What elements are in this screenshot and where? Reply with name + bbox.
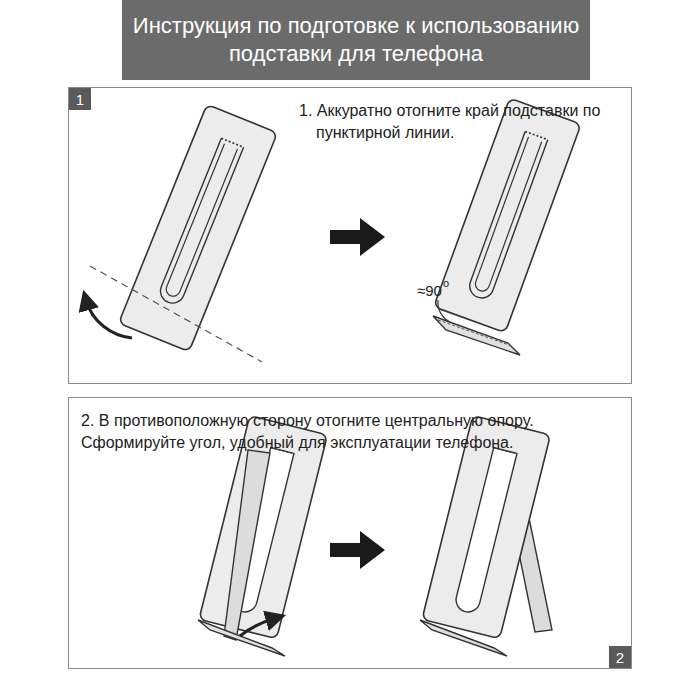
instruction-text: 2. В противоположную сторону отогните це… — [81, 410, 621, 454]
step-panel: 1. Аккуратно отогните край подставки по … — [68, 87, 632, 384]
instruction-text: 1. Аккуратно отогните край подставки по … — [299, 100, 617, 144]
angle-label: ≈90 — [417, 282, 442, 299]
step-panel: 2. В противоположную сторону отогните це… — [68, 397, 632, 669]
step-number-tag: 2 — [609, 646, 631, 668]
title-band — [122, 0, 590, 80]
step-number: 2 — [616, 649, 624, 666]
title: Инструкция по подготовке к использованию… — [122, 0, 590, 80]
step-number-tag: 1 — [69, 88, 91, 110]
degree-mark: o — [443, 277, 449, 289]
step-number: 1 — [76, 91, 84, 108]
